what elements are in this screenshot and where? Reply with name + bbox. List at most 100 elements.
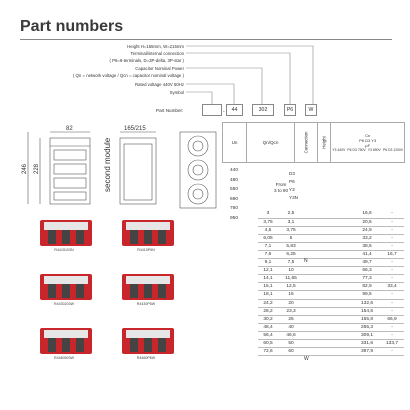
- table-cell: 7,1: [258, 242, 278, 251]
- spacer-cell: [304, 234, 354, 243]
- legend-power: Capacitor Nominal Power: [135, 66, 184, 71]
- table-cell: 28,2: [258, 307, 278, 316]
- spacer-cell: [304, 258, 354, 268]
- voltage-value: 950: [230, 215, 239, 221]
- connection-value: P6: [289, 179, 295, 184]
- product-photo: R4430203W: [34, 268, 104, 317]
- connection-value: Y3N: [289, 195, 298, 200]
- spacer-cell: [304, 315, 354, 324]
- table-cell: 3,1: [278, 218, 304, 227]
- table-cell: 133,7: [380, 339, 404, 349]
- product-photo: R4460503W: [34, 322, 104, 371]
- table-cell: 20: [278, 299, 304, 308]
- part-field-power: 302: [252, 104, 274, 116]
- table-cell: 309,1: [354, 331, 380, 341]
- connection-value: Y3: [289, 187, 295, 192]
- table-cell: 24,9: [354, 226, 380, 235]
- col-cn: Cn P6 D3 Y3 μF Y3 440V P6 D3 750V Y3 690…: [330, 122, 406, 163]
- spacer-cell: [304, 282, 354, 292]
- table-cell: 66,9: [380, 315, 404, 324]
- capacitor-image: [122, 328, 174, 354]
- cn-col-4: P6 D3 1200V: [382, 147, 404, 152]
- table-cell: -: [380, 299, 404, 308]
- legend-terminal: Terminal/internal connection: [130, 51, 184, 56]
- table-cell: 33,4: [380, 282, 404, 292]
- table-cell: -: [380, 266, 404, 276]
- table-cell: -: [380, 347, 404, 357]
- table-cell: 48,4: [258, 323, 278, 332]
- height-group-w: W: [304, 356, 309, 362]
- spacer-cell: [304, 274, 354, 284]
- table-cell: -: [380, 323, 404, 332]
- table-cell: 18,1: [258, 290, 278, 300]
- spacer-cell: [304, 290, 354, 300]
- capacitor-image: [40, 274, 92, 300]
- part-field-height: W: [305, 104, 317, 116]
- table-cell: -: [380, 242, 404, 251]
- capacitor-image: [40, 220, 92, 246]
- table-cell: 331,6: [354, 339, 380, 349]
- cn-unit: μF: [365, 142, 371, 148]
- table-cell: 33,2: [354, 234, 380, 243]
- col-qn: Qn/Qcn: [246, 122, 295, 163]
- table-cell: 9,1: [258, 258, 278, 268]
- voltage-list: 440 480 550 690 760 950: [230, 166, 238, 223]
- qn-range-from: From: [275, 182, 287, 187]
- table-cell: -: [380, 226, 404, 235]
- table-cell: 16,7: [380, 250, 404, 260]
- dim-depth: 165/215: [124, 126, 146, 132]
- table-cell: 154,6: [354, 307, 380, 316]
- table-cell: 77,3: [354, 274, 380, 284]
- connection-list: D3 P6 Y3 Y3N: [289, 170, 298, 202]
- legend-symbol: Symbol: [169, 90, 184, 95]
- part-field-voltage: 44: [226, 104, 243, 116]
- title-underline: [20, 39, 392, 40]
- table-cell: -: [380, 290, 404, 300]
- table-cell: 46,6: [278, 331, 304, 341]
- table-cell: 23,3: [278, 307, 304, 316]
- spacer-cell: [304, 210, 354, 219]
- spacer-cell: [304, 226, 354, 235]
- table-cell: 72,6: [258, 347, 278, 357]
- dim-height-total: 246: [22, 163, 28, 174]
- table-cell: 6,05: [258, 234, 278, 243]
- table-cell: 3,75: [278, 226, 304, 235]
- table-cell: 50: [278, 339, 304, 349]
- part-number-label: Part Number:: [156, 108, 184, 113]
- table-cell: 4,5: [258, 226, 278, 235]
- legend-power-detail: ( Qn = network voltage / Qcn = capacitor…: [72, 73, 184, 78]
- legend-voltage: Rated voltage 440V 50Hz: [135, 82, 184, 87]
- table-cell: 6,25: [278, 250, 304, 260]
- table-cell: 49,7: [354, 258, 380, 268]
- part-dash: -: [223, 109, 225, 115]
- table-cell: 7,5: [278, 258, 304, 268]
- product-caption: R4460P6W: [136, 356, 156, 360]
- table-cell: 12,1: [258, 266, 278, 276]
- table-cell: 24,2: [258, 299, 278, 308]
- table-cell: 82,9: [354, 282, 380, 292]
- table-cell: -: [380, 218, 404, 227]
- col-connection: Connection: [303, 131, 309, 154]
- spacer-cell: [304, 347, 354, 357]
- product-photo: R4460P6W: [116, 322, 186, 371]
- product-caption: R4415P6N: [137, 248, 155, 252]
- table-cell: 397,9: [354, 347, 380, 357]
- col-un: Un: [222, 122, 247, 163]
- table-cell: 56,4: [258, 331, 278, 341]
- table-cell: 10: [278, 266, 304, 276]
- cn-col-3: Y3 690V: [367, 147, 381, 152]
- table-cell: -: [380, 234, 404, 243]
- spacer-cell: [304, 323, 354, 332]
- table-cell: 5: [278, 234, 304, 243]
